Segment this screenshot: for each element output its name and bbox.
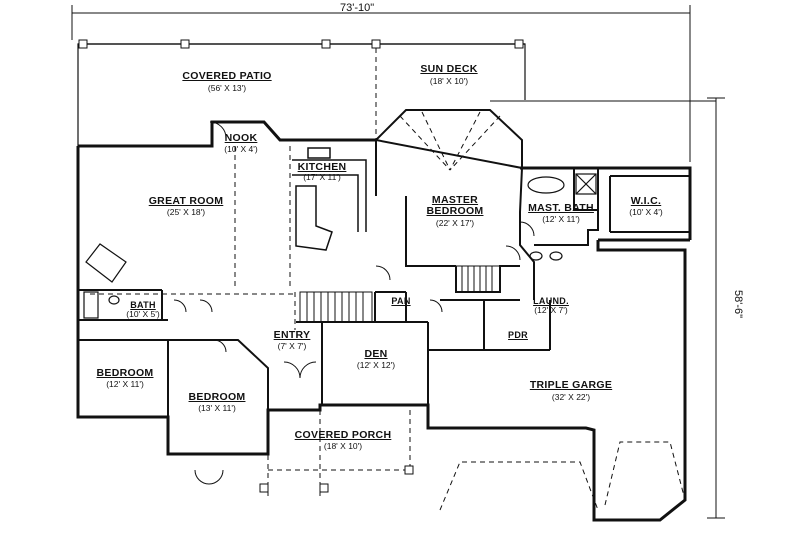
door-swings <box>173 121 535 485</box>
sun-deck-size: (18' X 10') <box>429 76 469 86</box>
dimension-lines <box>71 5 725 519</box>
bedroom-left-size: (12' X 11') <box>106 379 144 389</box>
great-room-size: (25' X 18') <box>166 207 206 217</box>
overall-width-label: 73'-10" <box>340 2 375 14</box>
fireplace <box>85 243 127 283</box>
master-bath-fixtures <box>527 173 597 261</box>
bath-fixtures <box>83 291 120 319</box>
patio-columns <box>78 39 524 49</box>
den-name: DEN <box>364 348 388 360</box>
covered-patio-name: COVERED PATIO <box>182 70 272 82</box>
laund-size: (12' X 7') <box>534 305 568 315</box>
mast-bath-name: MAST. BATH <box>528 202 594 214</box>
stairs <box>299 265 501 323</box>
wic-name: W.I.C. <box>630 195 662 207</box>
bedroom-left-name: BEDROOM <box>96 367 154 379</box>
laund-name: LAUND. <box>533 296 569 306</box>
patio-outline <box>77 43 526 146</box>
mast-bath-size: (12' X 11') <box>542 214 580 224</box>
sun-deck-name: SUN DECK <box>420 63 478 75</box>
porch-columns <box>259 465 414 493</box>
interior-walls <box>78 109 690 417</box>
bath-size: (10' X 5') <box>126 309 160 319</box>
pan-name: PAN <box>391 296 411 306</box>
kitchen-size: (17' X 11') <box>303 172 341 182</box>
nook-name: NOOK <box>224 132 258 144</box>
covered-porch-size: (18' X 10') <box>323 441 363 451</box>
entry-name: ENTRY <box>273 329 311 341</box>
kitchen-counters <box>292 147 367 251</box>
covered-patio-size: (56' X 13') <box>207 83 247 93</box>
covered-porch-name: COVERED PORCH <box>294 429 392 441</box>
wic-size: (10' X 4') <box>629 207 663 217</box>
master-bedroom-size: (22' X 17') <box>435 218 475 228</box>
bedroom-center-name: BEDROOM <box>188 391 246 403</box>
pdr-name: PDR <box>508 330 528 340</box>
great-room-name: GREAT ROOM <box>148 195 224 207</box>
triple-garage-size: (32' X 22') <box>551 392 591 402</box>
den-size: (12' X 12') <box>356 360 396 370</box>
triple-garage-name: TRIPLE GARGE <box>529 379 613 391</box>
overall-depth-label: 58'-6" <box>732 290 744 319</box>
nook-size: (10' X 4') <box>224 144 258 154</box>
master-bedroom-name: MASTER BEDROOM <box>426 194 484 217</box>
entry-size: (7' X 7') <box>277 341 307 351</box>
bath-name: BATH <box>130 300 156 310</box>
bedroom-center-size: (13' X 11') <box>198 403 236 413</box>
exterior-walls <box>76 120 692 522</box>
kitchen-name: KITCHEN <box>297 161 347 173</box>
dashed-lines <box>90 48 686 511</box>
